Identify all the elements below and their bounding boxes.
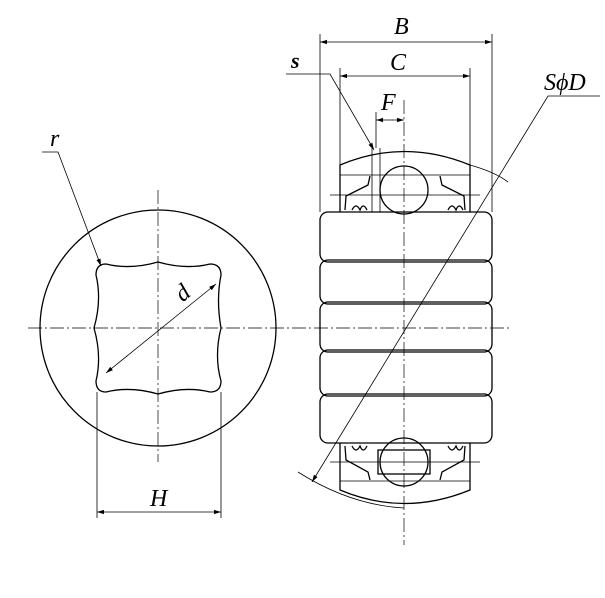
label-C: C <box>390 50 407 76</box>
s-leader <box>286 73 375 151</box>
outer-ring-bottom <box>339 443 471 505</box>
square-bore <box>93 261 222 395</box>
section-view: B C F s SϕD <box>286 14 600 545</box>
end-view: d r H <box>28 126 292 518</box>
seal-left-top <box>344 175 371 212</box>
sphere-arc-top <box>469 164 509 183</box>
seal-right-top <box>439 175 466 212</box>
inner-ring-3 <box>319 301 493 353</box>
inner-ring-1 <box>319 211 493 263</box>
sphid-leader <box>311 95 600 483</box>
sphere-arc-bottom <box>297 471 405 509</box>
seal-left-bottom <box>344 444 371 481</box>
label-r: r <box>50 126 60 152</box>
outer-ring-top <box>339 150 471 212</box>
inner-ring-2 <box>319 259 493 305</box>
label-F: F <box>380 90 396 116</box>
r-leader <box>42 151 102 267</box>
label-s: s <box>290 48 300 73</box>
inner-ring-4 <box>319 349 493 397</box>
d-dimension <box>105 283 217 374</box>
seal-right-bottom <box>439 444 466 481</box>
label-B: B <box>394 14 409 40</box>
label-SphiD: SϕD <box>544 70 586 96</box>
inner-ring-5 <box>319 393 493 444</box>
label-H: H <box>149 486 169 512</box>
